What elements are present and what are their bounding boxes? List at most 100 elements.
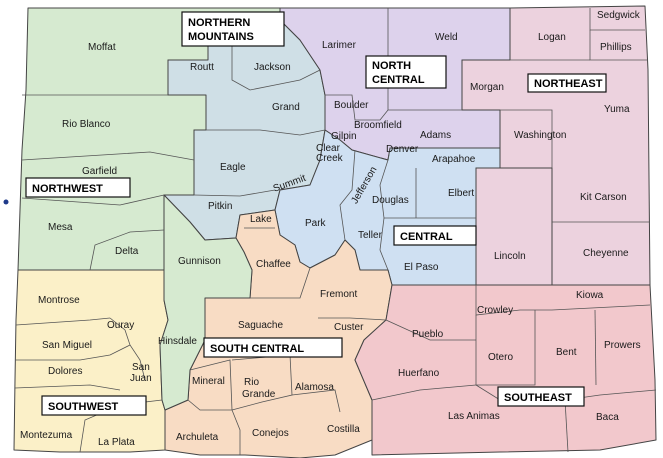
label-north-central-line1: NORTH <box>372 60 411 72</box>
county-mesa: Mesa <box>48 222 73 233</box>
county-dolores: Dolores <box>48 366 82 377</box>
boundary-line <box>475 285 651 316</box>
label-southeast: SOUTHEAST <box>497 386 585 407</box>
county-baca: Baca <box>596 412 619 423</box>
boundary-line <box>193 189 276 197</box>
boundary-line <box>594 309 597 386</box>
region-lincoln-area <box>475 167 553 286</box>
county-lake: Lake <box>250 214 272 225</box>
county-las-animas: Las Animas <box>448 411 500 422</box>
county-conejos: Conejos <box>252 428 289 439</box>
boundary-line <box>15 317 111 326</box>
boundary-line <box>231 409 241 455</box>
county-saguache: Saguache <box>238 320 283 331</box>
label-northern-mountains-line2: MOUNTAINS <box>188 31 254 43</box>
label-box <box>203 337 343 358</box>
county-kit-carson: Kit Carson <box>580 192 627 203</box>
county-montezuma: Montezuma <box>20 430 73 441</box>
label-southwest-text: SOUTHWEST <box>48 401 119 413</box>
county-san-juan-2: Juan <box>130 373 152 384</box>
boundary-line <box>339 149 356 241</box>
label-central-text: CENTRAL <box>400 231 453 243</box>
county-morgan: Morgan <box>470 82 504 93</box>
county-otero: Otero <box>488 352 513 363</box>
county-el-paso: El Paso <box>404 262 439 273</box>
county-fremont: Fremont <box>320 289 357 300</box>
region-central-east <box>475 167 553 286</box>
boundary-line <box>250 267 311 299</box>
boundary-line <box>318 317 387 321</box>
county-rio-grande-1: Rio <box>244 377 259 388</box>
label-northern-mountains-line1: NORTHERN <box>188 17 250 29</box>
county-san-miguel: San Miguel <box>42 340 92 351</box>
county-cheyenne: Cheyenne <box>583 248 629 259</box>
county-denver: Denver <box>386 144 419 155</box>
county-chaffee: Chaffee <box>256 259 291 270</box>
region-southeast <box>354 284 657 456</box>
county-washington: Washington <box>514 130 566 141</box>
county-la-plata: La Plata <box>98 437 135 448</box>
label-northern-mountains: NORTHERN MOUNTAINS <box>181 11 285 47</box>
label-northwest: NORTHWEST <box>25 177 131 198</box>
boundary-line <box>15 344 131 361</box>
label-southwest: SOUTHWEST <box>41 395 147 416</box>
county-ouray: Ouray <box>107 320 134 331</box>
label-south-central-text: SOUTH CENTRAL <box>210 343 304 355</box>
boundary-line <box>291 389 341 413</box>
label-central: CENTRAL <box>393 225 477 246</box>
county-douglas: Douglas <box>372 195 409 206</box>
boundary-line <box>564 399 569 453</box>
boundary-line <box>385 319 476 341</box>
county-archuleta: Archuleta <box>176 432 219 443</box>
county-custer: Custer <box>334 322 364 333</box>
county-sedgwick: Sedgwick <box>597 10 641 21</box>
county-delta: Delta <box>115 246 139 257</box>
boundary-line <box>325 94 389 121</box>
county-mineral: Mineral <box>192 376 225 387</box>
county-grand: Grand <box>272 102 300 113</box>
county-yuma: Yuma <box>604 104 630 115</box>
boundary-line <box>21 151 195 161</box>
county-clear-creek-1: Clear <box>316 143 341 154</box>
county-huerfano: Huerfano <box>398 368 440 379</box>
county-rio-blanco: Rio Blanco <box>62 119 111 130</box>
label-box <box>25 177 131 198</box>
county-adams: Adams <box>420 130 451 141</box>
county-lincoln: Lincoln <box>494 251 526 262</box>
county-broomfield: Broomfield <box>354 120 402 131</box>
county-crowley: Crowley <box>477 305 513 316</box>
boundary-line <box>475 310 536 386</box>
county-clear-creek-2: Creek <box>316 153 344 164</box>
county-moffat: Moffat <box>88 42 116 53</box>
label-northeast: NORTHEAST <box>527 73 607 93</box>
boundary-line <box>500 109 553 168</box>
label-box <box>393 225 477 246</box>
county-phillips: Phillips <box>600 42 632 53</box>
county-weld: Weld <box>435 32 458 43</box>
county-san-juan-1: San <box>132 362 150 373</box>
label-box <box>527 73 607 93</box>
county-eagle: Eagle <box>220 162 246 173</box>
county-bent: Bent <box>556 347 577 358</box>
boundary-line <box>371 384 477 401</box>
county-larimer: Larimer <box>322 40 357 51</box>
county-alamosa: Alamosa <box>295 382 334 393</box>
county-logan: Logan <box>538 32 566 43</box>
boundary-line <box>21 194 165 206</box>
region-southeast-area <box>354 284 657 456</box>
label-north-central: NORTH CENTRAL <box>365 55 447 89</box>
county-pueblo: Pueblo <box>412 329 444 340</box>
county-elbert: Elbert <box>448 188 474 199</box>
marker-dot <box>3 199 9 205</box>
boundary-line <box>109 317 146 381</box>
county-routt: Routt <box>190 62 214 73</box>
boundary-line <box>231 40 321 91</box>
boundary-line <box>14 384 121 391</box>
label-box <box>365 55 447 89</box>
county-jackson: Jackson <box>254 62 291 73</box>
label-south-central: SOUTH CENTRAL <box>203 337 343 358</box>
boundary-line <box>379 147 476 219</box>
label-southeast-text: SOUTHEAST <box>504 392 572 404</box>
county-montrose: Montrose <box>38 295 80 306</box>
